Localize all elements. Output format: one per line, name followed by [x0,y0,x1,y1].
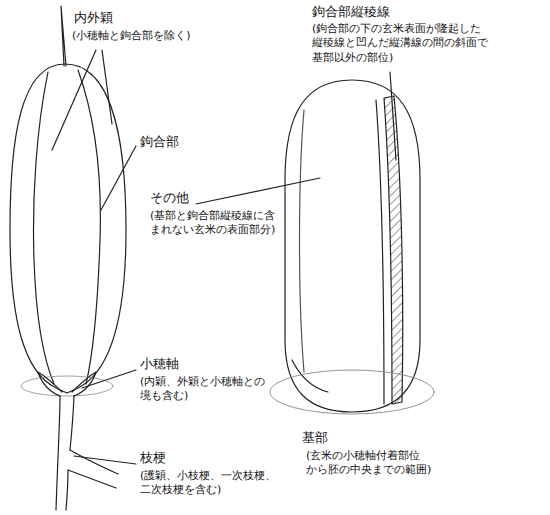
part-name: 鉤合部縦稜線 [312,4,394,21]
part-name: 鉤合部 [140,134,183,151]
brown-rice-outline [285,80,420,412]
part-name: 枝梗 [140,450,170,467]
pedicel [56,396,60,510]
surface-line [300,110,305,372]
branch [70,450,118,474]
base-zone [270,370,434,414]
part-note: (基部と鉤合部縦稜線に含 まれない玄米の表面部分) [150,209,280,238]
hull-inner-line [34,72,54,384]
branch [68,470,116,488]
sterile-lemma-left [38,372,62,396]
part-note: (鉤合部の下の玄米表面が隆起した 縦稜線と凹んだ縦溝線の間の斜面で 基部以外の部… [312,22,492,65]
branch [66,470,68,510]
leader-line [74,456,136,464]
leader-line [390,72,396,160]
pedicel [70,396,74,450]
part-name: 基部 [302,430,332,447]
part-note: (内穎、外穎と小穂軸との 境も含む) [140,375,270,404]
leader-line [52,50,96,150]
leader-line [82,370,136,388]
hook-joint-line [78,70,100,384]
groove-line [376,100,384,404]
awn [61,6,66,66]
part-name: その他 [150,190,193,207]
part-name: 内外穎 [74,10,117,27]
part-note: (玄米の小穂軸付着部位 から胚の中央までの範囲) [306,449,436,478]
part-note: (護穎、小枝梗、一次枝梗、 二次枝梗を含む) [140,469,281,498]
part-note: (小穂軸と鉤合部を除く) [72,29,195,43]
ridge-slope [384,96,403,404]
leader-line [196,178,320,204]
part-name: 小穂軸 [140,356,183,373]
leader-line [101,146,136,210]
leader-line [102,50,112,124]
rachilla-zone [21,376,113,396]
